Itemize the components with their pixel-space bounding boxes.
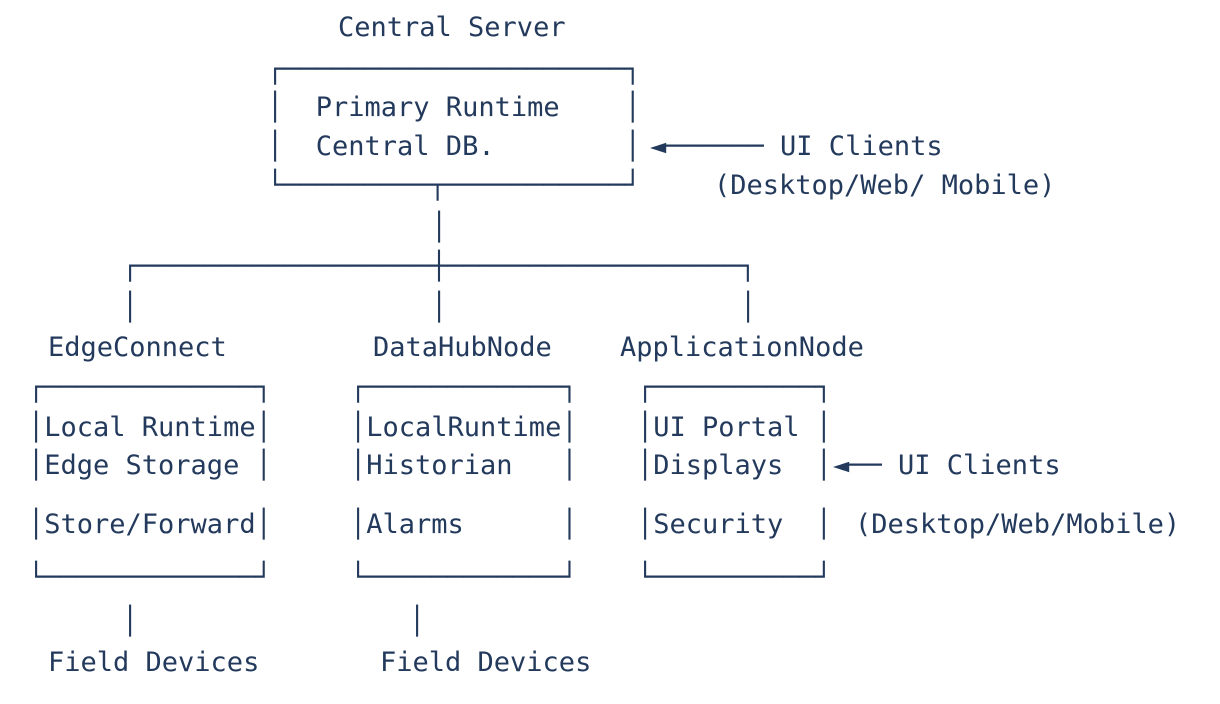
applicationnode-box-bottom: └──────────┘ <box>637 562 833 593</box>
datahubnode-row-local-runtime: │LocalRuntime│ <box>350 412 578 443</box>
ui-clients-top-arrow: ◄────── UI Clients <box>650 131 943 162</box>
central-server-box-bottom: └─────────┬───────────┘ <box>267 170 641 201</box>
central-server-row-central-db: │ Central DB. │ <box>267 131 641 162</box>
edgeconnect-label: EdgeConnect <box>48 332 227 363</box>
central-server-row-primary-runtime: │ Primary Runtime │ <box>267 92 641 123</box>
datahubnode-field-drop: │ <box>409 606 426 637</box>
datahubnode-row-historian: │Historian │ <box>350 450 578 481</box>
applicationnode-row-displays: │Displays │ <box>637 450 833 481</box>
ui-clients-side-arrow: ◄── UI Clients <box>833 450 1061 481</box>
drop-connector-left: │ <box>122 292 139 323</box>
central-server-label: Central Server <box>338 12 566 43</box>
datahubnode-box-bottom: └────────────┘ <box>350 562 578 593</box>
applicationnode-row-security: │Security │ <box>637 509 833 540</box>
drop-connector-right: │ <box>740 292 757 323</box>
datahubnode-label: DataHubNode <box>373 332 552 363</box>
drop-connector-middle: │ <box>431 292 448 323</box>
ui-clients-side-devices: (Desktop/Web/Mobile) <box>855 509 1181 540</box>
applicationnode-label: ApplicationNode <box>620 332 864 363</box>
edgeconnect-row-store-forward: │Store/Forward│ <box>28 509 272 540</box>
edgeconnect-box-bottom: └─────────────┘ <box>28 562 272 593</box>
datahubnode-row-alarms: │Alarms │ <box>350 509 578 540</box>
edgeconnect-field-drop: │ <box>122 606 139 637</box>
ui-clients-top-devices: (Desktop/Web/ Mobile) <box>714 170 1056 201</box>
applicationnode-box-top: ┌──────────┐ <box>637 372 833 403</box>
edgeconnect-row-edge-storage: │Edge Storage │ <box>28 450 272 481</box>
edgeconnect-row-local-runtime: │Local Runtime│ <box>28 412 272 443</box>
edgeconnect-field-devices-label: Field Devices <box>48 647 260 678</box>
edgeconnect-box-top: ┌─────────────┐ <box>28 372 272 403</box>
branch-connector: ┌──────────────────┼──────────────────┐ <box>122 251 756 282</box>
datahubnode-box-top: ┌────────────┐ <box>350 372 578 403</box>
datahubnode-field-devices-label: Field Devices <box>380 647 592 678</box>
central-server-box-top: ┌─────────────────────┐ <box>267 54 641 85</box>
applicationnode-row-ui-portal: │UI Portal │ <box>637 412 833 443</box>
trunk-connector: │ <box>431 212 448 243</box>
